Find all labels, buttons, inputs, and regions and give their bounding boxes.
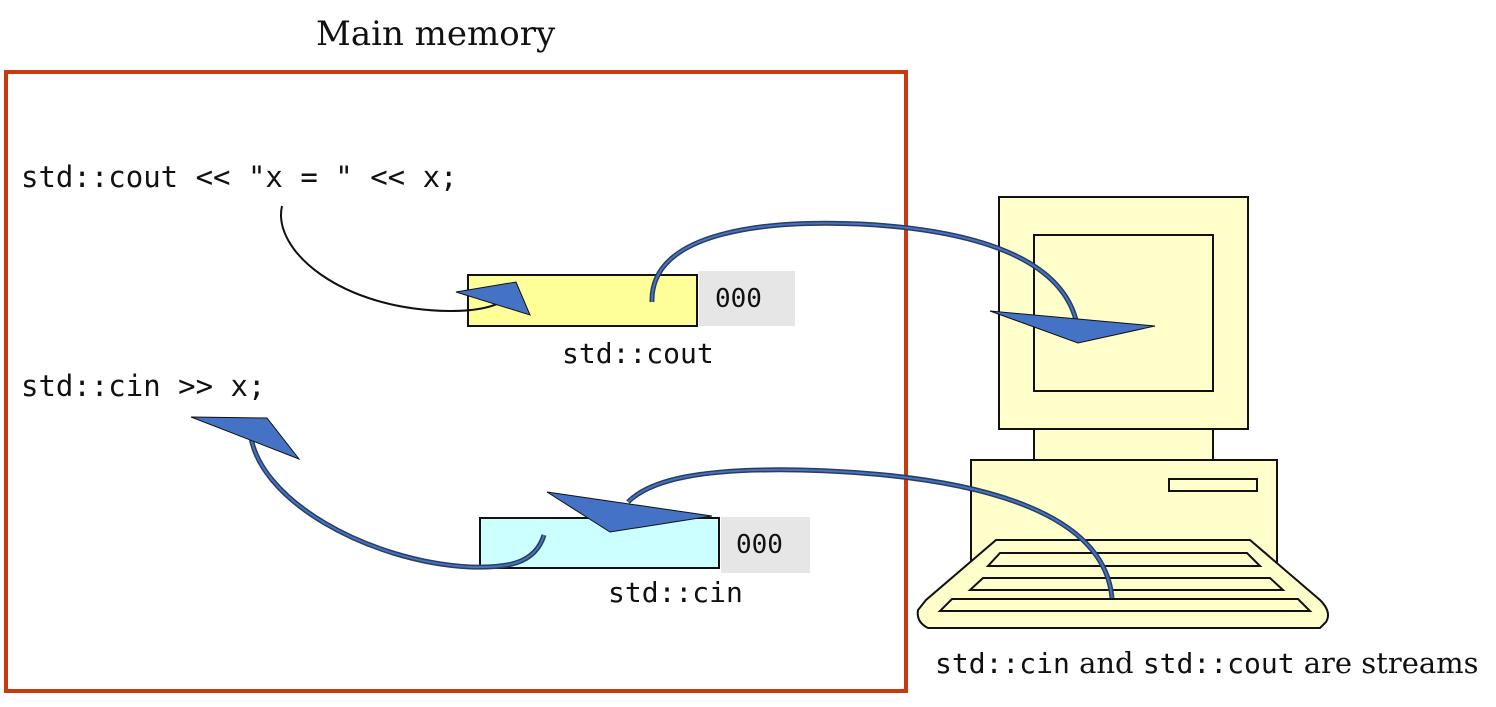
keyboard-to-cin-arrowhead bbox=[546, 491, 713, 533]
drive-slot bbox=[1168, 478, 1258, 492]
cout-to-screen-curve bbox=[650, 222, 1077, 321]
monitor-screen bbox=[1033, 234, 1214, 392]
keyboard-to-cin-curve bbox=[627, 468, 1113, 599]
cin-read-curve-outline bbox=[247, 429, 547, 570]
streams-caption: std::cin and std::cout are streams bbox=[935, 646, 1479, 680]
monitor-neck bbox=[1033, 428, 1214, 461]
main-memory-box bbox=[4, 70, 908, 693]
computer-icon bbox=[916, 196, 1329, 629]
keyboard-row bbox=[937, 598, 1313, 612]
cin-label: std::cin bbox=[608, 576, 743, 609]
cout-statement: std::cout << "x = " << x; bbox=[21, 160, 458, 194]
cout-buffer-count: 000 bbox=[699, 271, 795, 326]
cout-label: std::cout bbox=[562, 337, 714, 370]
keyboard-row bbox=[967, 577, 1286, 591]
cin-buffer-count: 000 bbox=[721, 517, 810, 573]
caption-cin: std::cin bbox=[935, 647, 1070, 680]
cout-write-arrowhead bbox=[455, 281, 531, 316]
cin-statement: std::cin >> x; bbox=[21, 369, 266, 403]
keyboard-row bbox=[985, 552, 1263, 567]
main-memory-title: Main memory bbox=[316, 14, 556, 54]
caption-are-streams: are streams bbox=[1294, 646, 1479, 680]
cin-read-arrowhead bbox=[190, 416, 301, 461]
caption-cout: std::cout bbox=[1142, 647, 1295, 680]
cin-read-curve bbox=[249, 429, 545, 569]
cout-to-screen-arrowhead bbox=[989, 310, 1156, 344]
caption-and: and bbox=[1069, 646, 1143, 680]
cout-write-curve bbox=[280, 205, 506, 313]
